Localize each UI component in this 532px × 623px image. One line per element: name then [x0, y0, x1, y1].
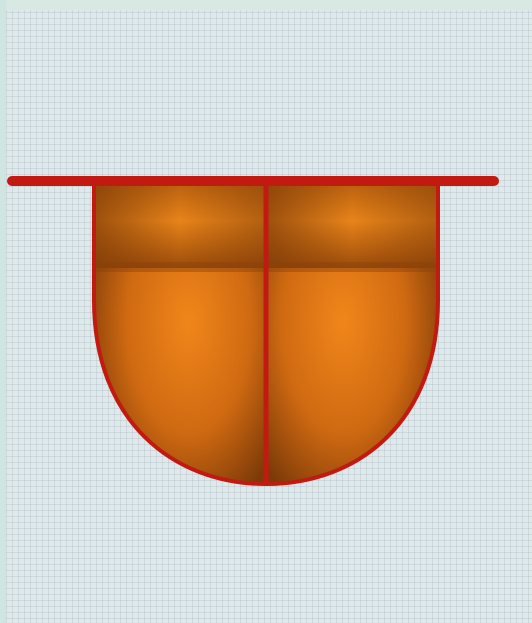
canvas-background [0, 0, 532, 623]
tongue-icon [0, 0, 532, 623]
